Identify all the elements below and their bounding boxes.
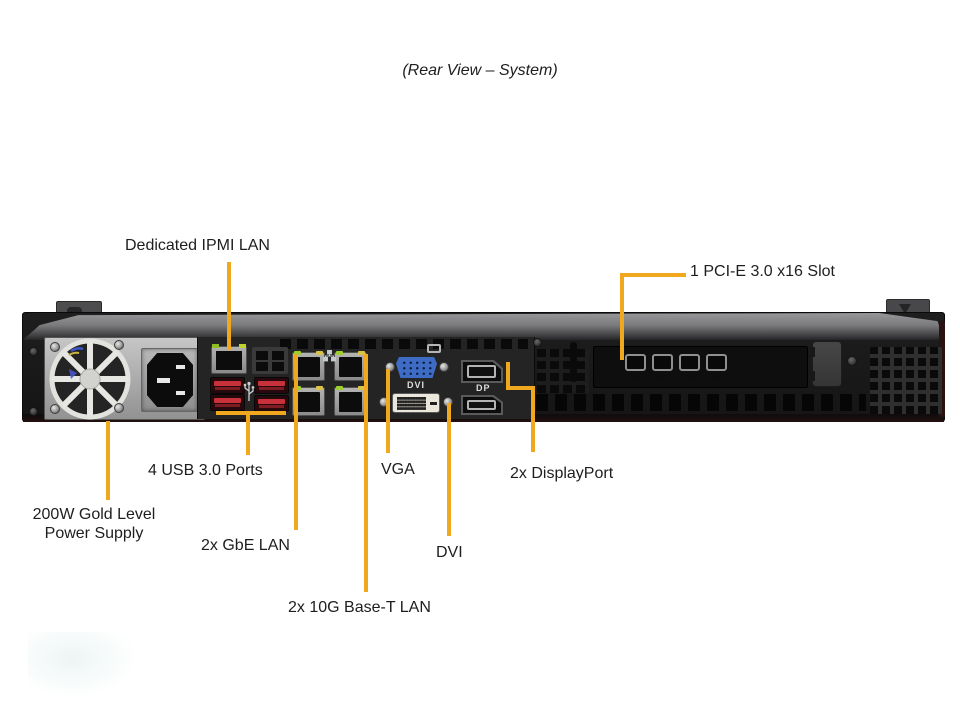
ipmi-led-amber bbox=[239, 344, 246, 348]
callout-label-vga: VGA bbox=[381, 461, 415, 478]
usb-port bbox=[210, 377, 245, 394]
psu-label-line2: Power Supply bbox=[44, 525, 144, 542]
mini-displayport-connector bbox=[652, 354, 673, 371]
vent-grid bbox=[537, 349, 589, 393]
callout-line-ipmi bbox=[227, 262, 231, 350]
latch-screw bbox=[847, 356, 857, 366]
fan-screw bbox=[114, 340, 124, 350]
mini-displayport-connector bbox=[625, 354, 646, 371]
ac-pin bbox=[157, 378, 170, 383]
bracket-slot bbox=[570, 342, 577, 382]
lan-port-10g bbox=[334, 351, 367, 381]
ac-pin bbox=[176, 391, 185, 395]
page-title: (Rear View – System) bbox=[402, 62, 558, 79]
dvi-blade-slot bbox=[430, 402, 437, 405]
callout-line-pcie-v bbox=[620, 273, 624, 360]
callout-label-pcie: 1 PCI-E 3.0 x16 Slot bbox=[690, 263, 835, 280]
callout-line-usb-v bbox=[246, 411, 250, 455]
connector-tab bbox=[656, 374, 668, 380]
vent-hole bbox=[256, 362, 268, 371]
vga-pins bbox=[401, 360, 432, 375]
connector-tab bbox=[710, 374, 722, 380]
chassis-screw bbox=[29, 407, 38, 416]
network-nodes-icon bbox=[323, 350, 336, 362]
dp-printed-label: DP bbox=[476, 383, 491, 393]
callout-label-usb: 4 USB 3.0 Ports bbox=[148, 462, 263, 479]
callout-label-gbe: 2x GbE LAN bbox=[201, 537, 290, 554]
vent-hole bbox=[256, 351, 268, 360]
vga-screw bbox=[385, 362, 395, 372]
lan-port-10g bbox=[334, 386, 367, 416]
callout-line-dp-v1 bbox=[506, 362, 510, 390]
vent-row-bottom bbox=[536, 394, 866, 411]
rack-ear-notch bbox=[899, 304, 911, 314]
callout-label-10g: 2x 10G Base-T LAN bbox=[288, 599, 431, 616]
latch-hinge bbox=[809, 347, 815, 357]
vent-row-top bbox=[280, 339, 528, 349]
connector-tab bbox=[683, 374, 695, 380]
usb-trident-icon bbox=[243, 381, 255, 401]
vent-hole bbox=[272, 362, 284, 371]
displayport bbox=[461, 360, 503, 383]
callout-line-usb-h bbox=[216, 411, 286, 415]
dvi-pins bbox=[397, 397, 426, 410]
vga-screw bbox=[439, 362, 449, 372]
chassis-screw bbox=[29, 347, 38, 356]
fan-screw bbox=[50, 404, 60, 414]
monitor-icon bbox=[427, 344, 441, 353]
callout-label-dvi: DVI bbox=[436, 544, 463, 561]
connector-tab bbox=[629, 374, 641, 380]
callout-line-pcie-h bbox=[620, 273, 686, 277]
mini-displayport-connector bbox=[706, 354, 727, 371]
ipmi-lan-port bbox=[211, 344, 247, 374]
usb-port bbox=[210, 394, 245, 411]
callout-line-psu bbox=[106, 421, 110, 500]
displayport bbox=[461, 395, 503, 415]
fan-screw bbox=[50, 342, 60, 352]
rack-ear-slot bbox=[67, 307, 82, 315]
callout-label-displayport: 2x DisplayPort bbox=[510, 465, 614, 482]
ac-pin bbox=[176, 365, 185, 369]
callout-line-vga bbox=[386, 369, 390, 453]
callout-line-dp-v2 bbox=[531, 386, 535, 452]
psu-label-line1: 200W Gold Level bbox=[32, 506, 156, 523]
fan-screw bbox=[114, 403, 124, 413]
mini-displayport-connector bbox=[679, 354, 700, 371]
ac-socket bbox=[147, 353, 193, 407]
watermark bbox=[28, 632, 138, 698]
usb-port bbox=[254, 395, 289, 412]
fan-icon bbox=[49, 338, 131, 420]
vent-block bbox=[252, 347, 288, 374]
callout-line-gbe bbox=[294, 354, 298, 530]
callout-line-dp-h bbox=[506, 386, 535, 390]
ipmi-led-green bbox=[212, 344, 219, 348]
honeycomb-vent-grille bbox=[870, 347, 942, 414]
callout-line-10g bbox=[364, 354, 368, 592]
latch-hinge bbox=[809, 371, 815, 381]
ipmi-port-opening bbox=[216, 351, 242, 370]
usb-port bbox=[254, 377, 289, 394]
callout-label-psu: 200W Gold Level Power Supply bbox=[24, 505, 164, 543]
ac-power-inlet bbox=[141, 348, 198, 412]
callout-label-ipmi: Dedicated IPMI LAN bbox=[125, 237, 270, 254]
chassis-screw bbox=[533, 338, 542, 347]
callout-line-dvi bbox=[447, 403, 451, 536]
dvi-printed-label: DVI bbox=[407, 380, 426, 390]
dvi-port bbox=[392, 393, 440, 413]
chassis-right-edge bbox=[939, 321, 945, 417]
slot-latch bbox=[809, 341, 842, 387]
vent-hole bbox=[272, 351, 284, 360]
chassis-top-surface bbox=[23, 313, 944, 340]
vga-port bbox=[396, 357, 437, 378]
